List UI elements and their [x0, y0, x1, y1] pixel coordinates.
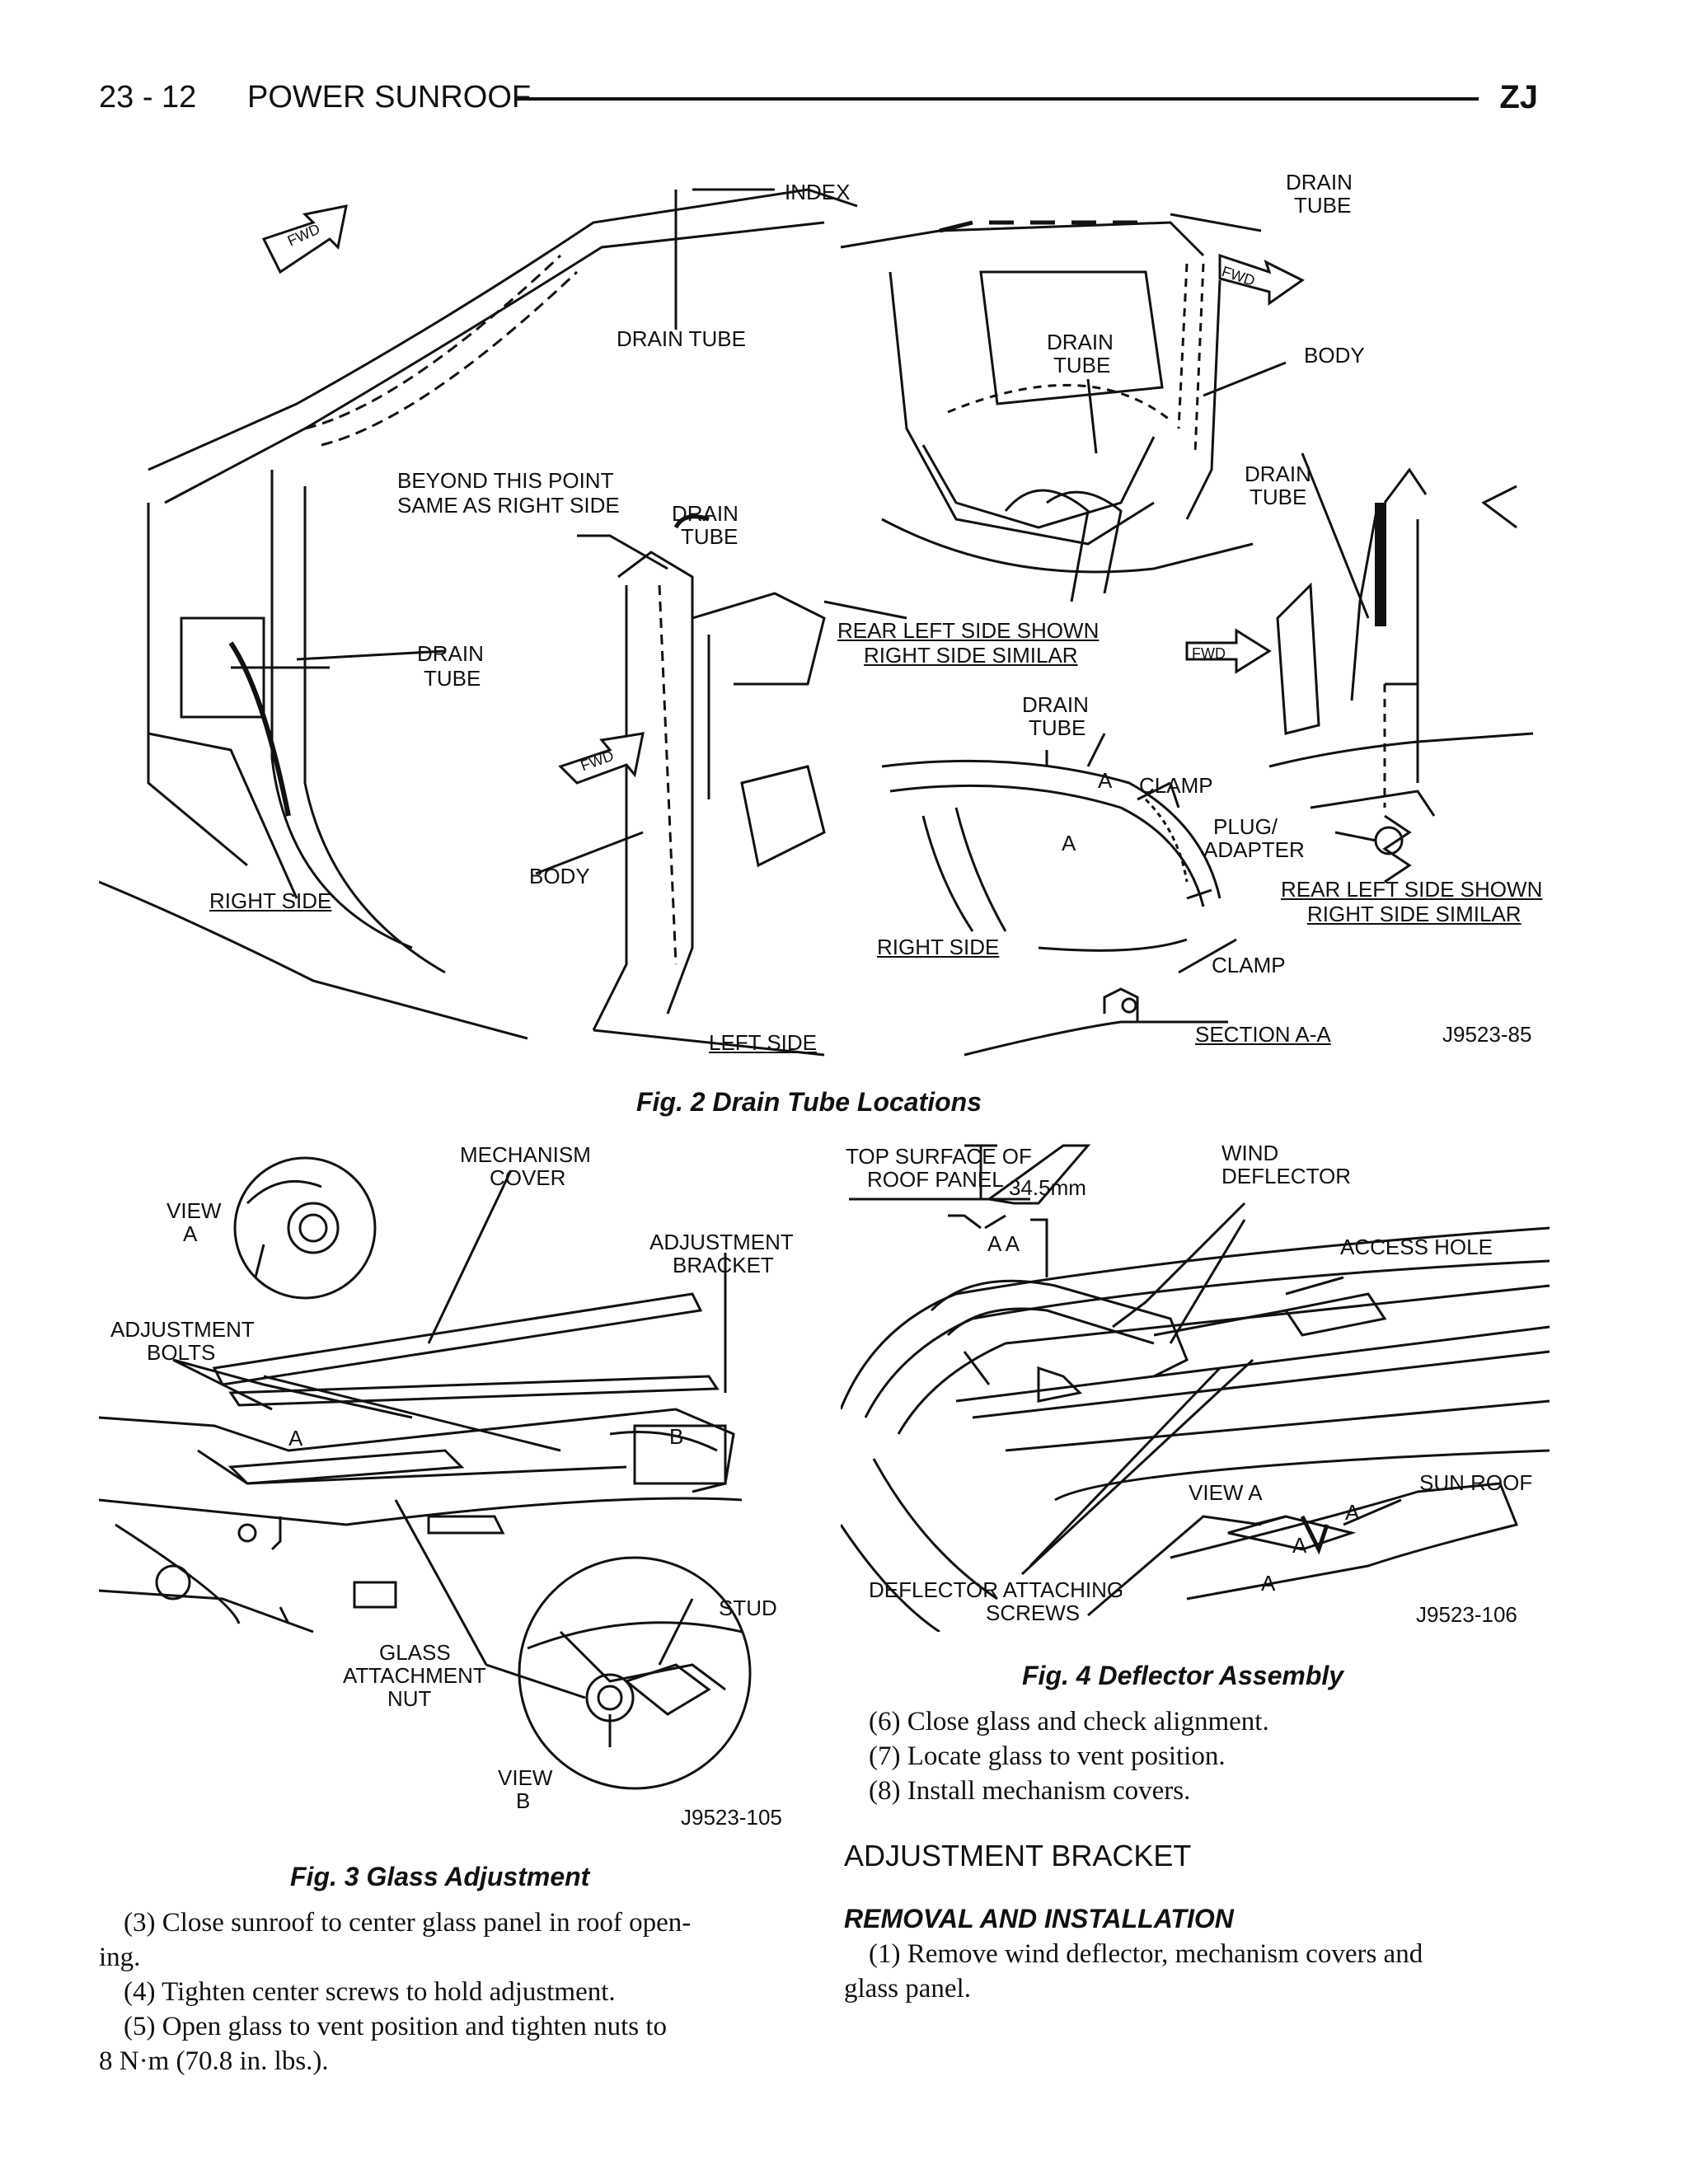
label-deflector-screws-a: DEFLECTOR ATTACHING	[869, 1577, 1124, 1602]
label-mark-a2: A	[1292, 1533, 1307, 1558]
label-adjustment-bracket-b: BRACKET	[673, 1253, 774, 1277]
label-drain-tube-upper-right-a: DRAIN	[1286, 170, 1353, 194]
label-rear-left-shown-1b: RIGHT SIDE SIMILAR	[864, 643, 1078, 668]
figure-deflector-assembly: TOP SURFACE OF ROOF PANEL 34.5mm A A WIN…	[841, 1137, 1558, 1632]
figure-id-105: J9523-105	[681, 1805, 782, 1830]
label-top-surface-a: TOP SURFACE OF	[846, 1144, 1032, 1169]
label-index: INDEX	[785, 180, 851, 204]
label-view-b-2: B	[516, 1788, 531, 1813]
label-mark-a: A	[288, 1426, 303, 1451]
label-section-mark-a2: A	[1062, 831, 1076, 855]
label-mark-b: B	[669, 1424, 684, 1449]
figure-id-85: J9523-85	[1442, 1022, 1532, 1047]
label-adjustment-bolts-a: ADJUSTMENT	[110, 1317, 255, 1342]
header-rule	[515, 97, 1479, 101]
label-beyond-point-2: SAME AS RIGHT SIDE	[397, 493, 620, 518]
label-beyond-point-1: BEYOND THIS POINT	[397, 468, 614, 493]
label-view-a: VIEW A	[1189, 1480, 1263, 1505]
label-view-a-2: A	[183, 1221, 198, 1246]
label-drain-tube-upper-right-b: TUBE	[1294, 193, 1352, 218]
drain-tube-illustration	[99, 188, 1534, 1057]
label-access-hole: ACCESS HOLE	[1340, 1235, 1493, 1259]
label-clamp-1: CLAMP	[1139, 773, 1213, 798]
label-deflector-screws-b: SCREWS	[986, 1601, 1081, 1625]
page-number: 23 - 12	[99, 80, 197, 115]
step-8: (8) Install mechanism covers.	[869, 1776, 1191, 1806]
step-7: (7) Locate glass to vent position.	[869, 1741, 1226, 1771]
label-left-side: LEFT SIDE	[709, 1030, 818, 1055]
label-wind-deflector-a: WIND	[1221, 1141, 1279, 1165]
label-mechanism-cover-a: MECHANISM	[460, 1142, 591, 1167]
label-adjustment-bracket-a: ADJUSTMENT	[649, 1230, 794, 1254]
left-column-text: (3) Close sunroof to center glass panel …	[99, 1905, 801, 2079]
step-5-line-1: (5) Open glass to vent position and tigh…	[124, 2012, 668, 2041]
step-1-line-2: glass panel.	[844, 1974, 971, 2004]
label-stud: STUD	[719, 1596, 777, 1620]
label-glass-nut-c: NUT	[387, 1686, 432, 1711]
label-wind-deflector-b: DEFLECTOR	[1221, 1164, 1351, 1188]
label-section-a-a: SECTION A-A	[1195, 1022, 1331, 1047]
figure-glass-adjustment: MECHANISM COVER VIEW A ADJUSTMENT BRACKE…	[99, 1137, 816, 1838]
label-rear-left-shown-2a: REAR LEFT SIDE SHOWN	[1281, 877, 1543, 902]
label-mark-a3: A	[1261, 1571, 1276, 1596]
step-4: (4) Tighten center screws to hold adjust…	[124, 1977, 616, 2007]
label-glass-nut-b: ATTACHMENT	[343, 1663, 486, 1688]
glass-adjustment-illustration	[99, 1156, 752, 1790]
label-drain-tube-center-a: DRAIN	[1047, 330, 1114, 354]
label-body-right: BODY	[1304, 343, 1365, 368]
label-view-b-1: VIEW	[498, 1765, 553, 1790]
step-6: (6) Close glass and check alignment.	[869, 1707, 1269, 1736]
label-rear-left-shown-2b: RIGHT SIDE SIMILAR	[1307, 902, 1522, 926]
figure-id-106: J9523-106	[1416, 1602, 1517, 1627]
label-drain-tube-pillar-a: DRAIN	[672, 501, 738, 526]
caption-fig-2: Fig. 2 Drain Tube Locations	[636, 1087, 982, 1117]
label-adjustment-bolts-b: BOLTS	[147, 1340, 216, 1365]
label-clamp-2: CLAMP	[1212, 953, 1286, 977]
label-drain-tube-top: DRAIN TUBE	[617, 326, 746, 351]
label-mark-a1: A	[1345, 1500, 1360, 1525]
label-right-side-2: RIGHT SIDE	[877, 935, 1000, 959]
model-code: ZJ	[1499, 79, 1538, 115]
caption-fig-4: Fig. 4 Deflector Assembly	[1022, 1661, 1344, 1690]
label-drain-tube-left-b: TUBE	[424, 666, 481, 691]
label-drain-tube-right-b: TUBE	[1250, 485, 1307, 509]
page-header: 23 - 12 POWER SUNROOF ZJ	[99, 76, 1538, 119]
label-drain-tube-lower-b: TUBE	[1029, 715, 1086, 740]
label-section-mark-a1: A	[1098, 768, 1113, 793]
label-drain-tube-right-a: DRAIN	[1245, 462, 1311, 486]
label-drain-tube-lower-a: DRAIN	[1022, 692, 1089, 717]
section-title: POWER SUNROOF	[247, 80, 532, 115]
label-rear-left-shown-1a: REAR LEFT SIDE SHOWN	[837, 618, 1100, 643]
label-aa: A A	[987, 1231, 1020, 1256]
label-dimension: 34.5mm	[1009, 1175, 1086, 1200]
label-view-a-1: VIEW	[166, 1198, 222, 1223]
subheading-removal-installation: REMOVAL AND INSTALLATION	[844, 1904, 1234, 1933]
label-mechanism-cover-b: COVER	[490, 1165, 566, 1190]
label-glass-nut-a: GLASS	[379, 1640, 451, 1665]
section-heading-adjustment-bracket: ADJUSTMENT BRACKET	[844, 1839, 1192, 1872]
figure-drain-tube-locations: INDEX DRAIN TUBE BEYOND THIS POINT SAME …	[99, 157, 1550, 1071]
right-column-steps: (6) Close glass and check alignment. (7)…	[844, 1704, 1545, 1808]
step-3-line-1: (3) Close sunroof to center glass panel …	[124, 1908, 692, 1938]
deflector-assembly-illustration	[841, 1144, 1550, 1632]
label-right-side: RIGHT SIDE	[209, 888, 332, 913]
step-3-line-2: ing.	[99, 1943, 141, 1972]
right-column-step-1: (1) Remove wind deflector, mechanism cov…	[844, 1937, 1545, 2006]
step-5-line-2: 8 N·m (70.8 in. lbs.).	[99, 2046, 329, 2076]
label-top-surface-b: ROOF PANEL	[867, 1167, 1004, 1192]
label-plug-adapter-b: ADAPTER	[1203, 837, 1305, 862]
label-drain-tube-pillar-b: TUBE	[681, 524, 738, 549]
label-plug-adapter-a: PLUG/	[1213, 814, 1278, 839]
label-sun-roof: SUN ROOF	[1419, 1470, 1533, 1495]
label-drain-tube-left-a: DRAIN	[417, 641, 484, 666]
label-fwd-4: FWD	[1192, 645, 1226, 662]
label-drain-tube-center-b: TUBE	[1053, 353, 1111, 377]
step-1-line-1: (1) Remove wind deflector, mechanism cov…	[869, 1939, 1423, 1969]
caption-fig-3: Fig. 3 Glass Adjustment	[290, 1862, 590, 1891]
label-body-left: BODY	[529, 864, 590, 888]
